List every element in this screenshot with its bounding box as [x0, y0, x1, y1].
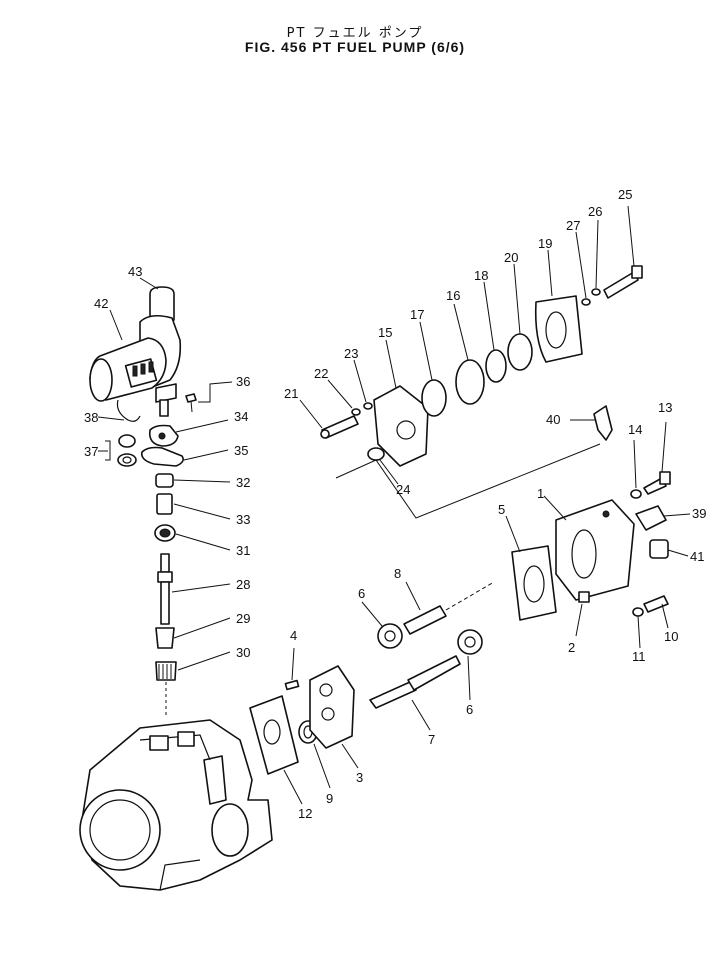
callout-26: 26 [588, 204, 602, 219]
callout-25: 25 [618, 187, 632, 202]
shaft-stack [154, 473, 177, 715]
callout-30: 30 [236, 645, 250, 660]
callout-3: 3 [356, 770, 363, 785]
leader-lines [97, 205, 691, 805]
callout-24: 24 [396, 482, 410, 497]
callout-31: 31 [236, 543, 250, 558]
callout-41: 41 [690, 549, 704, 564]
callout-33: 33 [236, 512, 250, 527]
callout-20: 20 [504, 250, 518, 265]
callout-6a: 6 [358, 586, 365, 601]
callout-10: 10 [664, 629, 678, 644]
callout-1: 1 [537, 486, 544, 501]
callout-6b: 6 [466, 702, 473, 717]
callout-27: 27 [566, 218, 580, 233]
callout-9: 9 [326, 791, 333, 806]
callout-42: 42 [94, 296, 108, 311]
callout-12: 12 [298, 806, 312, 821]
callout-36: 36 [236, 374, 250, 389]
callout-43: 43 [128, 264, 142, 279]
callout-39: 39 [692, 506, 706, 521]
title-japanese: PT フュエル ポンプ [286, 26, 424, 41]
callout-22: 22 [314, 366, 328, 381]
callout-40: 40 [546, 412, 560, 427]
callout-11: 11 [632, 649, 646, 664]
callout-37: 37 [84, 444, 98, 459]
callout-13: 13 [658, 400, 672, 415]
callout-8: 8 [394, 566, 401, 581]
callout-15: 15 [378, 325, 392, 340]
callout-21: 21 [284, 386, 298, 401]
flange-parts [320, 265, 643, 467]
callout-2: 2 [568, 640, 575, 655]
callout-34: 34 [234, 409, 248, 424]
callout-4: 4 [290, 628, 297, 643]
callout-19: 19 [538, 236, 552, 251]
pump-housing [79, 719, 273, 891]
callout-32: 32 [236, 475, 250, 490]
callout-14: 14 [628, 422, 642, 437]
callout-29: 29 [236, 611, 250, 626]
callout-38: 38 [84, 410, 98, 425]
figure-title: FIG. 456 PT FUEL PUMP (6/6) [244, 39, 466, 55]
callout-17: 17 [410, 307, 424, 322]
callout-16: 16 [446, 288, 460, 303]
callout-35: 35 [234, 443, 248, 458]
solenoid-assembly [89, 286, 197, 467]
callout-23: 23 [344, 346, 358, 361]
callout-5: 5 [498, 502, 505, 517]
callout-28: 28 [236, 577, 250, 592]
callout-7: 7 [428, 732, 435, 747]
callout-18: 18 [474, 268, 488, 283]
gear-pump-parts [249, 405, 671, 775]
callout-labels: 1 2 3 4 5 6 6 7 8 9 10 11 12 13 14 15 16… [84, 187, 706, 821]
